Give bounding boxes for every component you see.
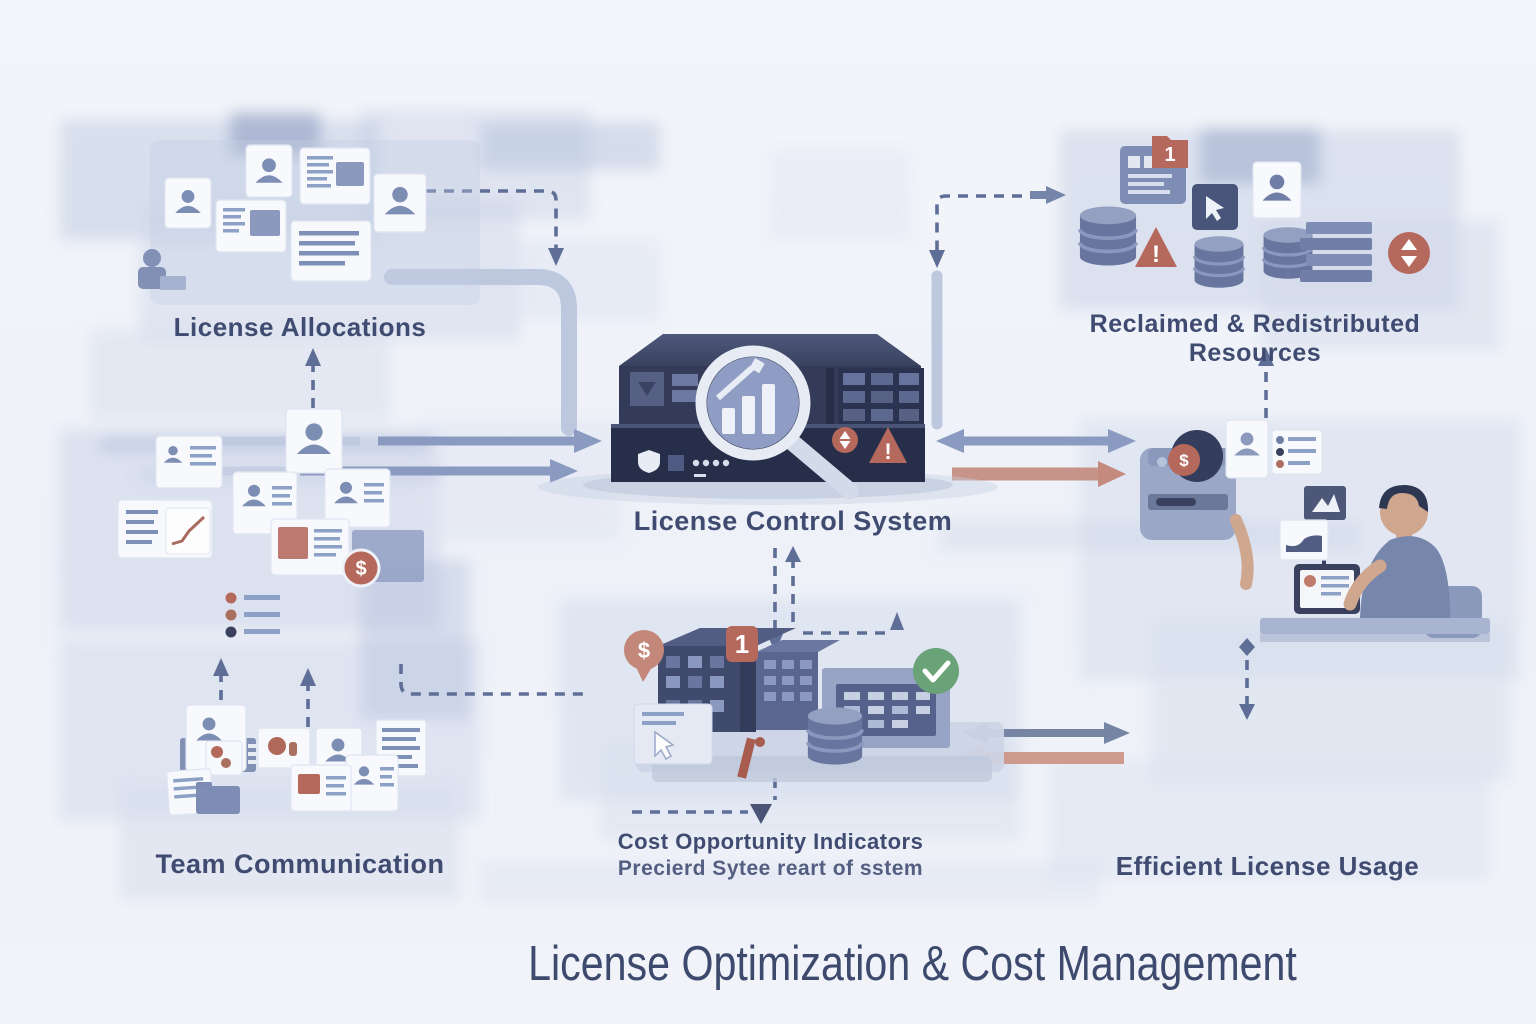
reaching-arm	[1230, 514, 1254, 590]
svg-text:1: 1	[1164, 144, 1175, 166]
cursor-card	[633, 703, 713, 765]
hair	[1379, 484, 1429, 512]
diamond-connector	[1239, 638, 1255, 656]
dollar-bubble-icon: $	[624, 630, 664, 682]
image-placeholder	[298, 774, 320, 794]
cluster-reclaimed-resources: 1 !	[1077, 136, 1430, 289]
server-button-grid	[843, 373, 919, 421]
bar-chart-icon	[716, 358, 775, 434]
area-chart-icon	[1286, 535, 1322, 552]
svg-text:$: $	[355, 558, 366, 580]
avatar-card	[1252, 161, 1302, 219]
tablet-icon	[1294, 564, 1360, 614]
triangle-icon	[638, 382, 656, 396]
shield-icon	[638, 450, 660, 473]
cursor-icon	[1206, 196, 1224, 221]
avatar-card	[345, 754, 399, 812]
trend-line-icon	[171, 515, 206, 546]
avatar-card	[1225, 419, 1269, 479]
avatar-card	[164, 177, 212, 229]
document-card	[215, 199, 287, 253]
label-team-communication: Team Communication	[155, 849, 445, 879]
label-license-control-system: License Control System	[633, 506, 953, 536]
label-reclaimed-resources: Reclaimed & Redistributed Resources	[1089, 310, 1421, 367]
text-card	[290, 220, 372, 282]
arm	[1343, 559, 1387, 611]
svg-text:$: $	[638, 638, 650, 663]
check-icon	[913, 648, 959, 694]
cluster-license-allocations	[138, 140, 480, 305]
label-cost-opportunity: Cost Opportunity Indicators	[617, 829, 924, 854]
chart-card	[1279, 519, 1329, 561]
avatar-card	[155, 435, 223, 489]
cluster-cost-indicators: $ 1	[624, 626, 1004, 782]
svg-text:1: 1	[735, 629, 749, 659]
server-stack-icon	[1300, 222, 1372, 282]
sticker-card	[205, 740, 243, 776]
slash-marker-icon	[737, 737, 756, 779]
checklist-icon	[225, 592, 280, 638]
cluster-team-communication	[166, 704, 427, 816]
avatar-card	[324, 468, 391, 528]
person-at-laptop-icon	[138, 249, 186, 290]
cursor-icon	[654, 730, 675, 761]
label-efficient-license-usage: Efficient License Usage	[1115, 851, 1420, 881]
svg-text:$: $	[1179, 451, 1189, 470]
folder-badge-icon: 1	[1152, 136, 1188, 168]
image-placeholder	[336, 162, 364, 186]
notification-badge: 1	[726, 626, 758, 662]
avatar-card	[373, 173, 427, 233]
up-down-badge-icon	[832, 427, 858, 453]
image-placeholder	[250, 210, 280, 236]
building-icon	[756, 640, 840, 730]
label-cost-opportunity-sub: Precierd Sytee reart of sstem	[617, 857, 924, 880]
cluster-user-profiles: $	[117, 408, 424, 638]
folder-icon	[196, 786, 240, 814]
label-license-allocations: License Allocations	[173, 312, 427, 342]
magnifier-icon	[695, 345, 859, 500]
image-placeholder	[268, 737, 286, 755]
database-icon	[1192, 235, 1246, 289]
cursor-tile-icon	[1192, 184, 1238, 230]
image-card	[270, 518, 350, 576]
document-card	[299, 147, 371, 205]
svg-text:!: !	[1152, 241, 1160, 268]
desk	[1260, 618, 1490, 634]
diagram-title: License Optimization & Cost Management	[528, 937, 1297, 991]
connector-dashed-lines	[213, 189, 1274, 824]
mountain-icon	[1312, 494, 1340, 512]
dollar-badge-icon: $	[341, 548, 381, 588]
redistribute-badge-icon	[1388, 232, 1430, 274]
sign-tile-icon	[1304, 486, 1346, 520]
cluster-efficient-usage: $	[1140, 419, 1490, 642]
database-icon	[806, 706, 864, 766]
image-card	[257, 727, 311, 769]
dollar-alert-icon: $	[1168, 430, 1223, 482]
avatar-card	[285, 408, 343, 474]
svg-text:!: !	[884, 439, 891, 464]
person-illustration	[1260, 484, 1490, 642]
connector-pipes	[384, 269, 943, 436]
image-card	[290, 764, 352, 812]
license-control-server: !	[538, 334, 998, 505]
list-card	[1271, 429, 1323, 475]
image-placeholder	[278, 527, 308, 559]
chart-card	[117, 499, 213, 559]
warning-icon: !	[1135, 227, 1177, 268]
warning-icon: !	[869, 427, 907, 464]
status-dots	[692, 459, 730, 477]
avatar-card	[245, 144, 293, 198]
database-icon	[1077, 205, 1139, 267]
connector-arrows	[160, 186, 1136, 770]
